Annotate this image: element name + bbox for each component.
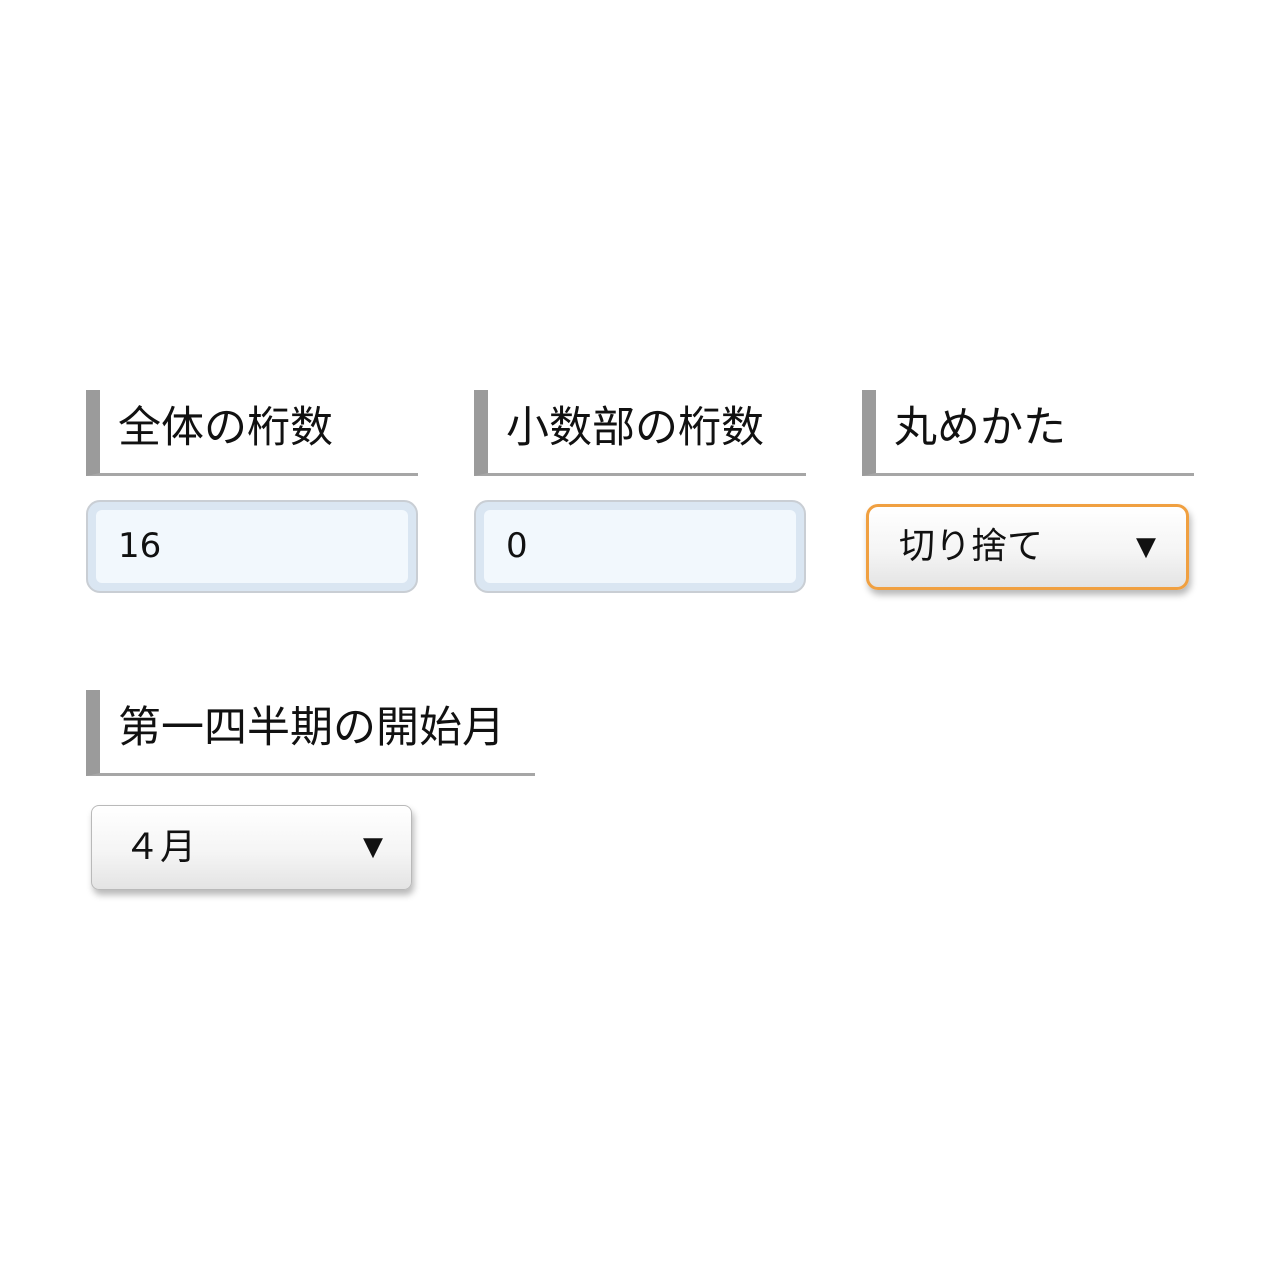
chevron-down-icon: ▼ — [1136, 532, 1156, 562]
decimal-digits-label: 小数部の桁数 — [474, 390, 806, 476]
quarter-start-field: 第一四半期の開始月 ４月 ▼ — [86, 690, 535, 890]
decimal-digits-value[interactable]: 0 — [484, 510, 796, 583]
rounding-label-text: 丸めかた — [894, 403, 1066, 453]
rounding-field: 丸めかた 切り捨て ▼ — [862, 390, 1194, 590]
decimal-digits-label-text: 小数部の桁数 — [506, 403, 764, 453]
chevron-down-icon: ▼ — [363, 832, 383, 862]
quarter-start-label-text: 第一四半期の開始月 — [118, 703, 505, 753]
total-digits-label: 全体の桁数 — [86, 390, 418, 476]
total-digits-value[interactable]: 16 — [96, 510, 408, 583]
rounding-selected-value: 切り捨て — [899, 526, 1044, 567]
total-digits-label-text: 全体の桁数 — [118, 403, 333, 453]
decimal-digits-input[interactable]: 0 — [474, 500, 806, 593]
quarter-start-label: 第一四半期の開始月 — [86, 690, 535, 776]
decimal-digits-field: 小数部の桁数 0 — [474, 390, 806, 593]
quarter-start-selected-value: ４月 — [124, 827, 197, 868]
total-digits-field: 全体の桁数 16 — [86, 390, 418, 593]
total-digits-input[interactable]: 16 — [86, 500, 418, 593]
rounding-select[interactable]: 切り捨て ▼ — [866, 504, 1189, 590]
quarter-start-select[interactable]: ４月 ▼ — [91, 805, 412, 890]
rounding-label: 丸めかた — [862, 390, 1194, 476]
